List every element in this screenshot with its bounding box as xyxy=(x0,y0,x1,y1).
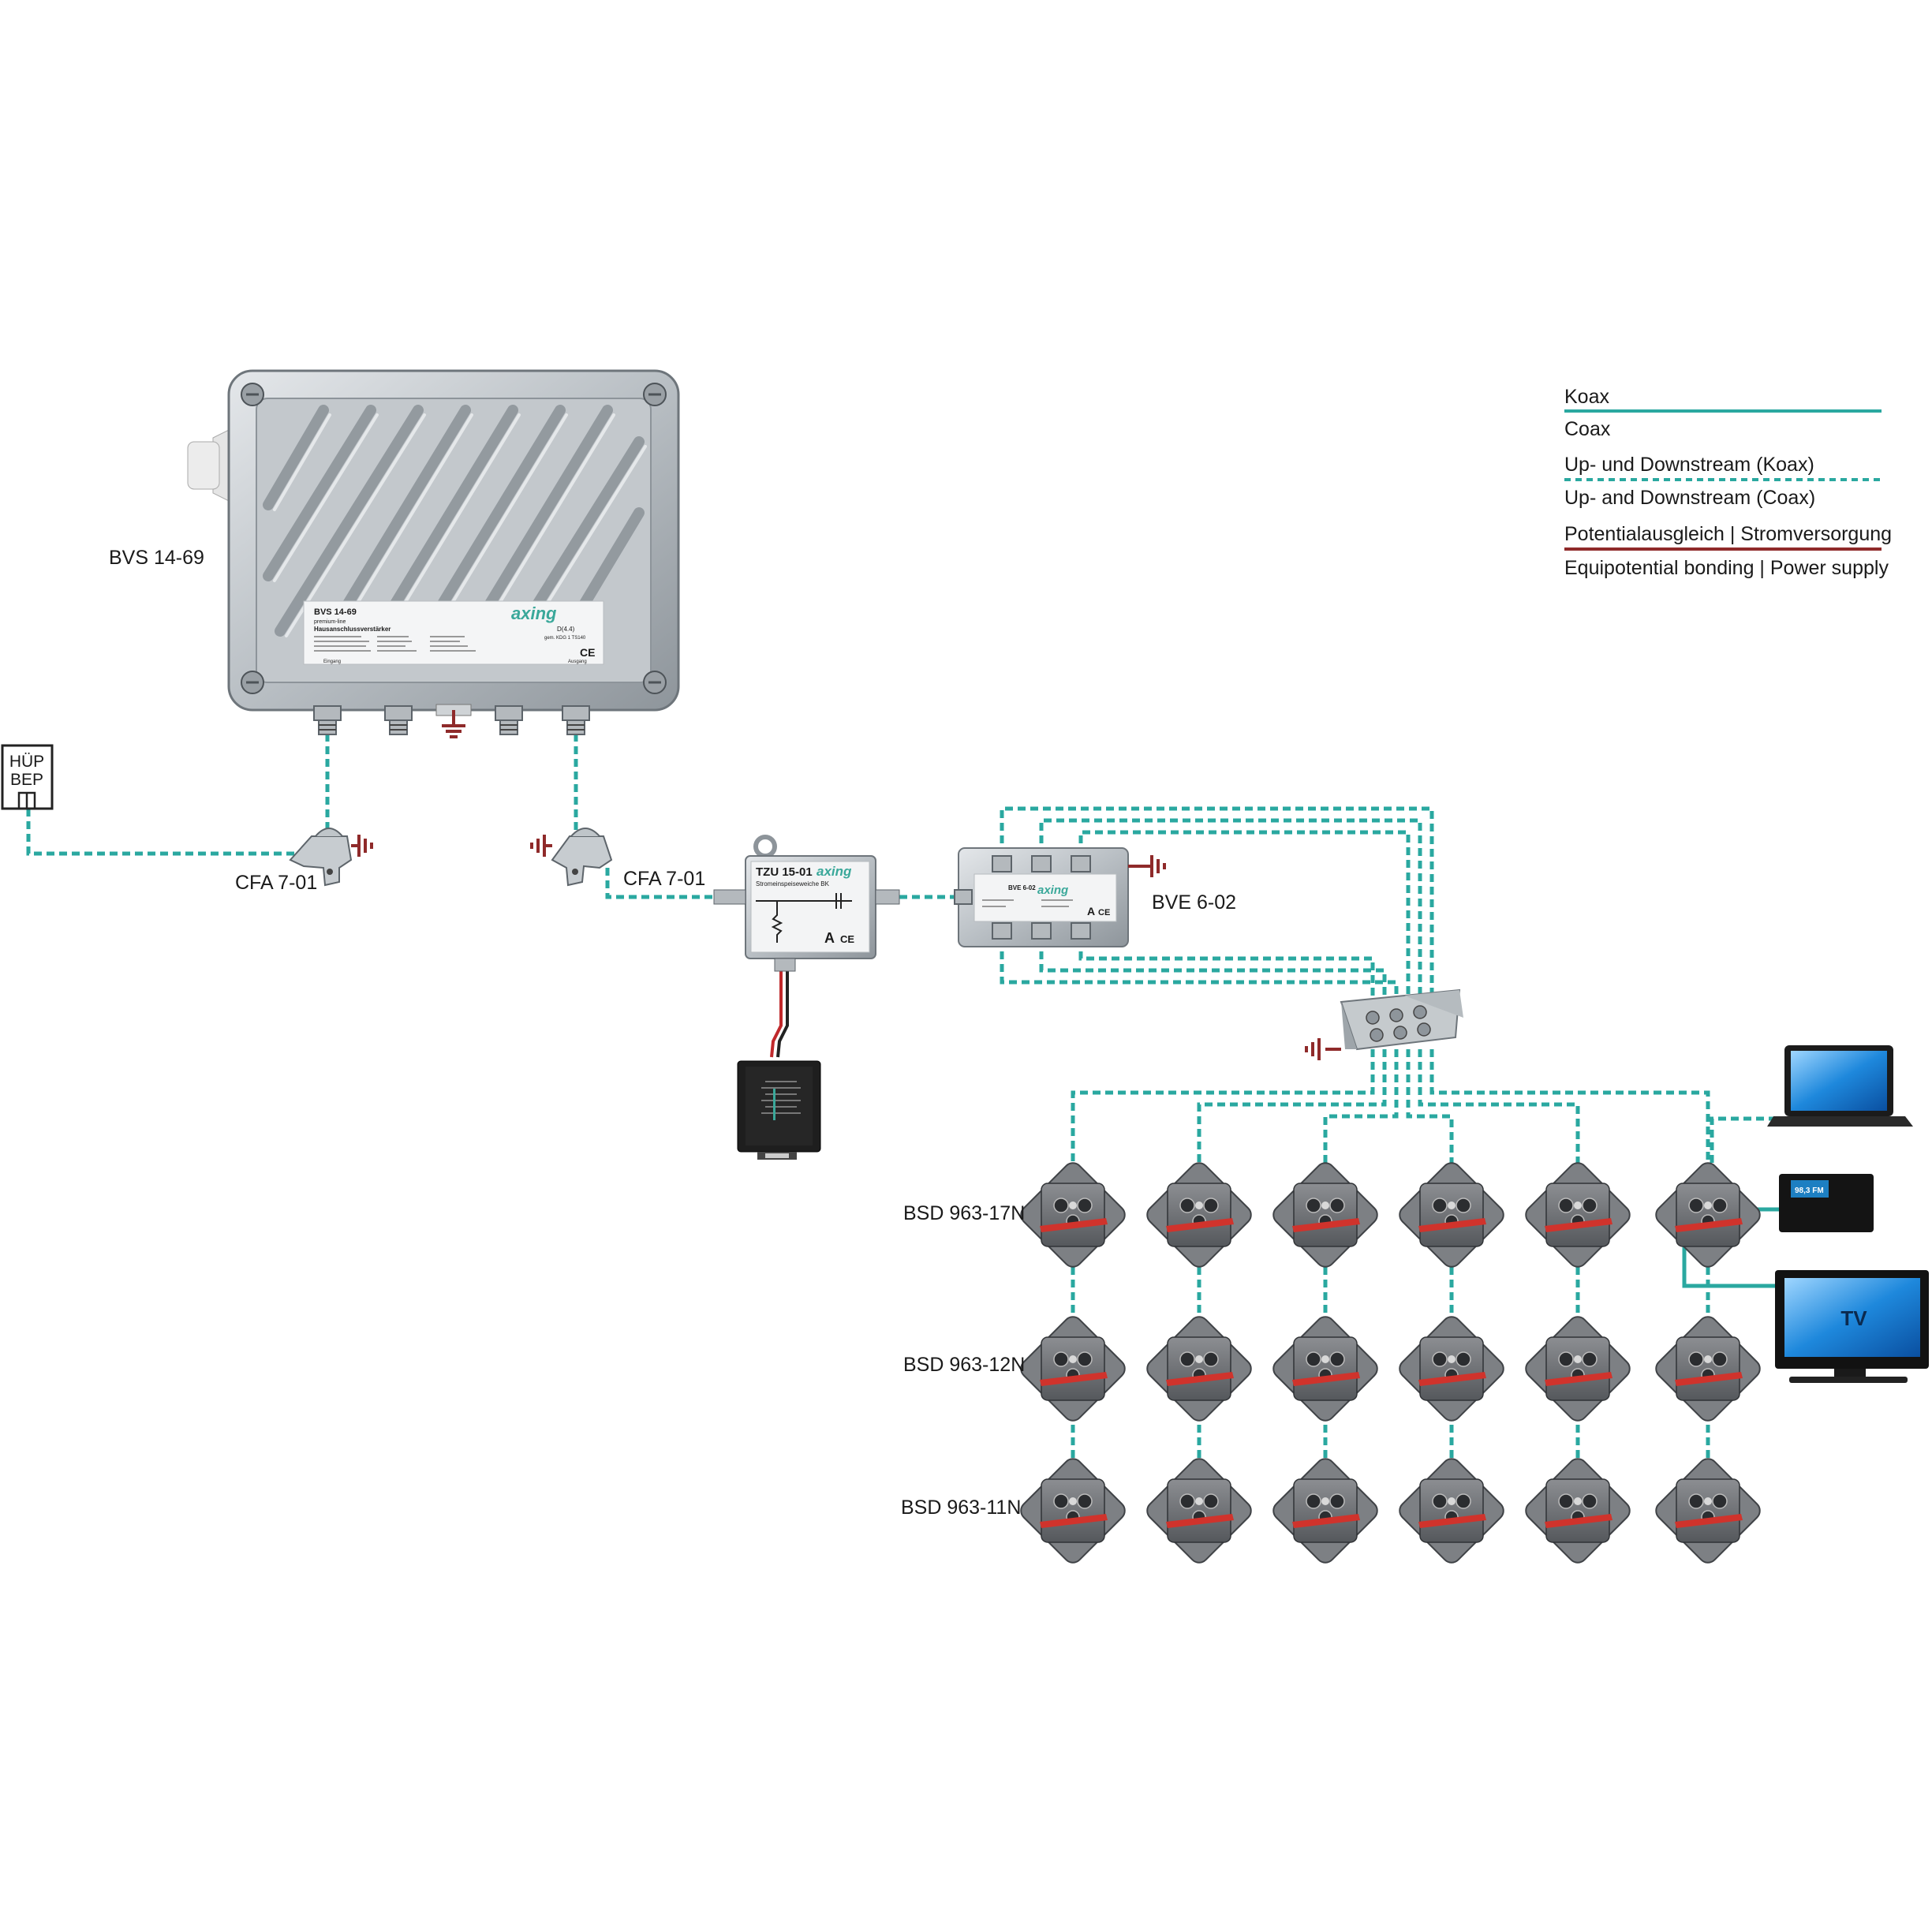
legend-updown-en: Up- and Downstream (Coax) xyxy=(1564,487,1815,509)
plate-name: Hausanschlussverstärker xyxy=(314,626,391,633)
power-supply xyxy=(737,1060,821,1160)
plate-class: D(4.4) xyxy=(557,626,575,633)
hup-box: HÜP BEP xyxy=(1,744,54,810)
plate-out: Ausgang xyxy=(568,660,587,664)
coax-panel-col6 xyxy=(1429,1049,1710,1175)
tzu-name: Stromeinspeiseweiche BK xyxy=(756,880,830,888)
antenna-socket xyxy=(1525,1316,1631,1422)
type-plate xyxy=(303,600,604,665)
ground-icon xyxy=(442,710,465,738)
coax-panel-col2 xyxy=(1197,1049,1387,1175)
antenna-socket xyxy=(1020,1458,1126,1564)
legend-updown-de: Up- und Downstream (Koax) xyxy=(1564,454,1814,476)
antenna-socket xyxy=(1272,1316,1378,1422)
antenna-socket xyxy=(1146,1316,1252,1422)
antenna-socket xyxy=(1655,1316,1761,1422)
antenna-socket xyxy=(1272,1162,1378,1268)
ground-icon xyxy=(1150,855,1166,877)
label-amplifier: BVS 14-69 xyxy=(109,547,204,569)
coax-bve-out6 xyxy=(1078,939,1375,1018)
cfa-clamp-left xyxy=(289,828,373,887)
coax-bve-out3 xyxy=(1078,830,1411,1018)
laptop xyxy=(1767,1045,1913,1127)
label-row2: BSD 963-12N xyxy=(903,1354,1025,1376)
antenna-socket xyxy=(1399,1316,1504,1422)
socket-grid xyxy=(1020,1162,1761,1564)
tv-label: TV xyxy=(1840,1306,1867,1330)
coax-bve-out4 xyxy=(1000,939,1399,1018)
antenna-socket xyxy=(1272,1458,1378,1564)
legend-power-en: Equipotential bonding | Power supply xyxy=(1564,557,1889,579)
plate-norm: gem. KDG 1 TS140 xyxy=(544,636,586,641)
tzu-power-inserter: TZU 15-01 axing Stromeinspeiseweiche BK … xyxy=(713,835,900,972)
power-cable xyxy=(770,966,789,1058)
plate-model: BVS 14-69 xyxy=(314,607,357,617)
coax-panel-col5 xyxy=(1418,1049,1580,1175)
coax-bve-out5 xyxy=(1039,939,1387,1018)
antenna-socket xyxy=(1525,1162,1631,1268)
tzu-a-icon: A xyxy=(824,930,835,946)
coax-panel-col1 xyxy=(1071,1049,1375,1175)
coax-bve-out2 xyxy=(1039,818,1422,1018)
splitter-bve: BVE 6-02 axing A CE xyxy=(954,847,1166,947)
plate-ce: CE xyxy=(580,646,595,659)
legend: Koax Coax Up- und Downstream (Koax) Up- … xyxy=(1564,386,1892,579)
label-cfa-left: CFA 7-01 xyxy=(235,872,317,894)
label-row3: BSD 963-11N xyxy=(901,1497,1021,1519)
coax-lines xyxy=(26,734,1779,1467)
antenna-socket xyxy=(1655,1458,1761,1564)
television: TV xyxy=(1775,1270,1929,1383)
antenna-socket xyxy=(1146,1162,1252,1268)
coax-socket-to-laptop xyxy=(1710,1116,1779,1175)
radio: 98,3 FM xyxy=(1779,1174,1874,1232)
coax-panel-col4 xyxy=(1406,1049,1454,1175)
cfa-clamp-right xyxy=(530,828,613,887)
tzu-brand: axing xyxy=(817,864,852,879)
coax-hup-to-cfa xyxy=(26,809,306,856)
radio-display: 98,3 FM xyxy=(1795,1186,1824,1195)
amplifier-bvs: BVS 14-69 premium-line Hausanschlussvers… xyxy=(187,369,680,738)
bve-model: BVE 6-02 xyxy=(1008,884,1036,891)
label-splitter: BVE 6-02 xyxy=(1152,891,1236,914)
coax-panel-col3 xyxy=(1323,1049,1399,1175)
bve-brand: axing xyxy=(1037,884,1068,897)
plate-in: Eingang xyxy=(323,660,341,664)
hup-line1: HÜP xyxy=(9,753,44,771)
antenna-socket xyxy=(1146,1458,1252,1564)
antenna-socket xyxy=(1655,1162,1761,1268)
plate-brand: axing xyxy=(511,604,557,623)
coax-cfa-to-tzu xyxy=(605,868,714,899)
antenna-socket xyxy=(1020,1162,1126,1268)
tzu-model: TZU 15-01 xyxy=(756,865,813,879)
ground-icon xyxy=(1305,1038,1321,1060)
bonding-panel xyxy=(1305,988,1463,1060)
label-cfa-right: CFA 7-01 xyxy=(623,868,705,890)
antenna-socket xyxy=(1020,1316,1126,1422)
bve-a-icon: A xyxy=(1087,905,1095,917)
hup-line2: BEP xyxy=(10,771,43,789)
label-row1: BSD 963-17N xyxy=(903,1202,1025,1224)
bve-ce: CE xyxy=(1098,908,1110,917)
f-connector-icon xyxy=(313,705,590,735)
antenna-socket xyxy=(1399,1458,1504,1564)
legend-coax-en: Coax xyxy=(1564,418,1611,440)
legend-power-de: Potentialausgleich | Stromversorgung xyxy=(1564,523,1892,545)
ground-icon xyxy=(357,835,373,857)
plate-series: premium-line xyxy=(314,619,346,625)
antenna-socket xyxy=(1399,1162,1504,1268)
tzu-ce: CE xyxy=(840,933,854,945)
ground-icon xyxy=(530,835,546,857)
antenna-socket xyxy=(1525,1458,1631,1564)
coax-bve-out1 xyxy=(1000,806,1434,1018)
legend-coax-de: Koax xyxy=(1564,386,1609,408)
